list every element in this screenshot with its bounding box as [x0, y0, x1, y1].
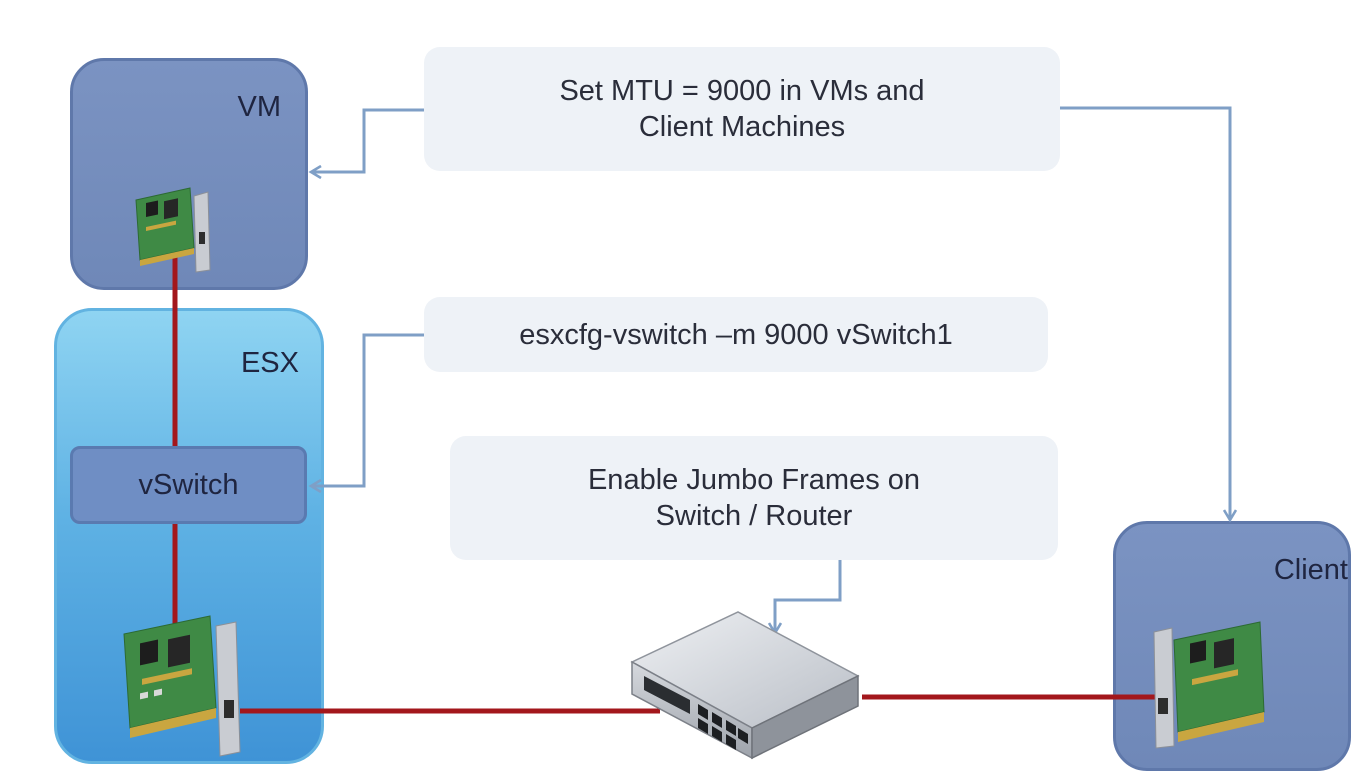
mtu-instruction-note: Set MTU = 9000 in VMs and Client Machine…	[424, 47, 1060, 171]
vswitch-node: vSwitch	[70, 446, 307, 524]
client-label: Client	[1273, 554, 1348, 586]
vswitch-label: vSwitch	[138, 468, 239, 501]
mtu-note-line-1: Set MTU = 9000 in VMs and	[559, 75, 925, 107]
esxcfg-to-vswitch-arrow	[312, 333, 424, 486]
esxcfg-command-note: esxcfg-vswitch –m 9000 vSwitch1	[424, 297, 1048, 372]
network-card-icon	[1153, 621, 1265, 749]
network-card-icon	[135, 187, 211, 273]
vm-label: VM	[237, 91, 282, 123]
esxcfg-command-text: esxcfg-vswitch –m 9000 vSwitch1	[519, 318, 953, 351]
esx-label: ESX	[240, 347, 299, 379]
jumbo-frames-note: Enable Jumbo Frames on Switch / Router	[450, 436, 1058, 560]
network-switch-icon	[630, 611, 860, 760]
network-card-icon	[123, 615, 241, 757]
mtu-to-client-arrow	[1060, 106, 1230, 519]
mtu-note-line-2: Client Machines	[638, 111, 846, 143]
jumbo-note-line-2: Switch / Router	[655, 500, 853, 532]
mtu-to-vm-arrow	[312, 108, 424, 172]
jumbo-note-line-1: Enable Jumbo Frames on	[587, 464, 921, 496]
